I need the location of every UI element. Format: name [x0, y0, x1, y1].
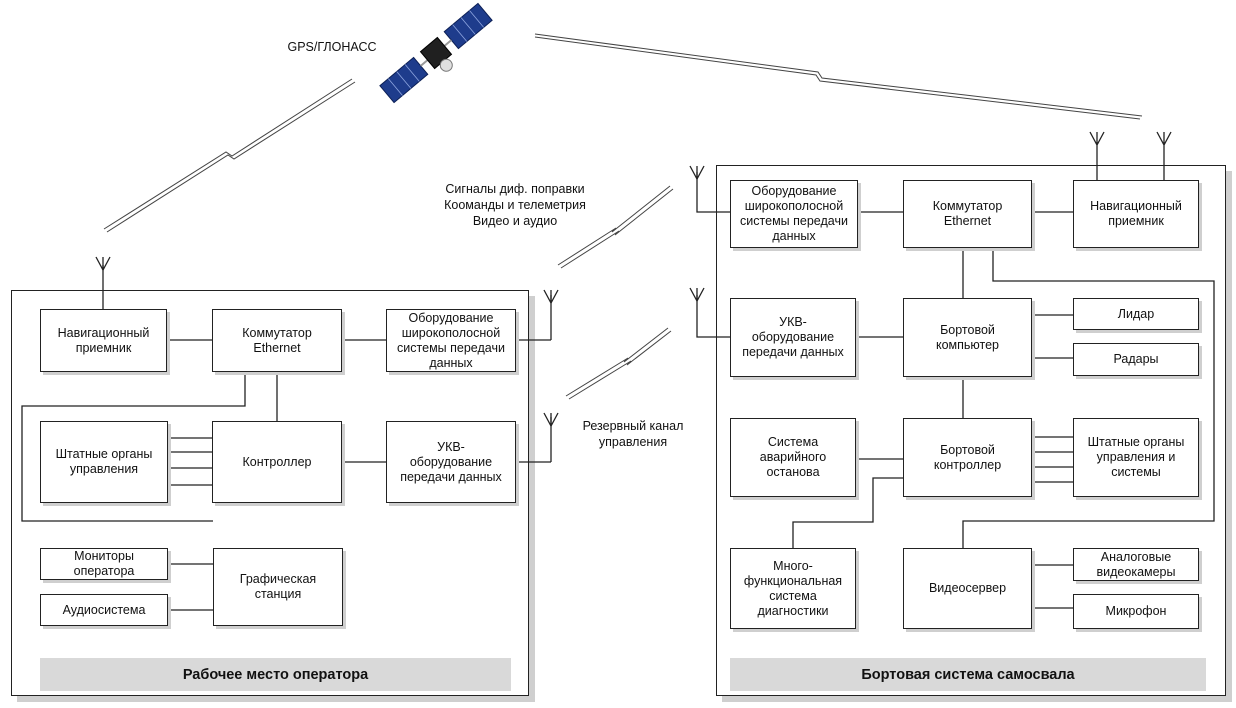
- operator-ethernet-switch: Коммутатор Ethernet: [212, 309, 342, 372]
- truck-standard-controls: Штатные органы управления и системы: [1073, 418, 1199, 497]
- truck-nav-receiver: Навигационный приемник: [1073, 180, 1199, 248]
- operator-graphics-station: Графическая станция: [213, 548, 343, 626]
- reserve-channel-label: Резервный канал управления: [582, 419, 684, 449]
- satellite-label: GPS/ГЛОНАСС: [287, 40, 377, 54]
- satellite-icon: [379, 2, 493, 104]
- truck-video-server: Видеосервер: [903, 548, 1032, 629]
- truck-diagnostics-system: Много- функциональная система диагностик…: [730, 548, 856, 629]
- operator-footer: Рабочее место оператора: [40, 658, 511, 691]
- truck-emergency-stop: Система аварийного останова: [730, 418, 856, 497]
- truck-vhf-equipment: УКВ- оборудование передачи данных: [730, 298, 856, 377]
- truck-ethernet-switch: Коммутатор Ethernet: [903, 180, 1032, 248]
- truck-radars: Радары: [1073, 343, 1199, 376]
- operator-vhf-equipment: УКВ- оборудование передачи данных: [386, 421, 516, 503]
- operator-broadband-equipment: Оборудование широкополосной системы пере…: [386, 309, 516, 372]
- truck-onboard-controller: Бортовой контроллер: [903, 418, 1032, 497]
- operator-controller: Контроллер: [212, 421, 342, 503]
- truck-lidar: Лидар: [1073, 298, 1199, 330]
- truck-footer: Бортовая система самосвала: [730, 658, 1206, 691]
- truck-onboard-computer: Бортовой компьютер: [903, 298, 1032, 377]
- radio-links: [103, 33, 1143, 400]
- radio-channel-label: Сигналы диф. поправки Кооманды и телемет…: [444, 182, 586, 228]
- truck-analog-cameras: Аналоговые видеокамеры: [1073, 548, 1199, 581]
- operator-monitors: Мониторы оператора: [40, 548, 168, 580]
- antenna-icons: [95, 131, 1172, 428]
- truck-microphone: Микрофон: [1073, 594, 1199, 629]
- operator-standard-controls: Штатные органы управления: [40, 421, 168, 503]
- operator-audio-system: Аудиосистема: [40, 594, 168, 626]
- operator-nav-receiver: Навигационный приемник: [40, 309, 167, 372]
- truck-broadband-equipment: Оборудование широкополосной системы пере…: [730, 180, 858, 248]
